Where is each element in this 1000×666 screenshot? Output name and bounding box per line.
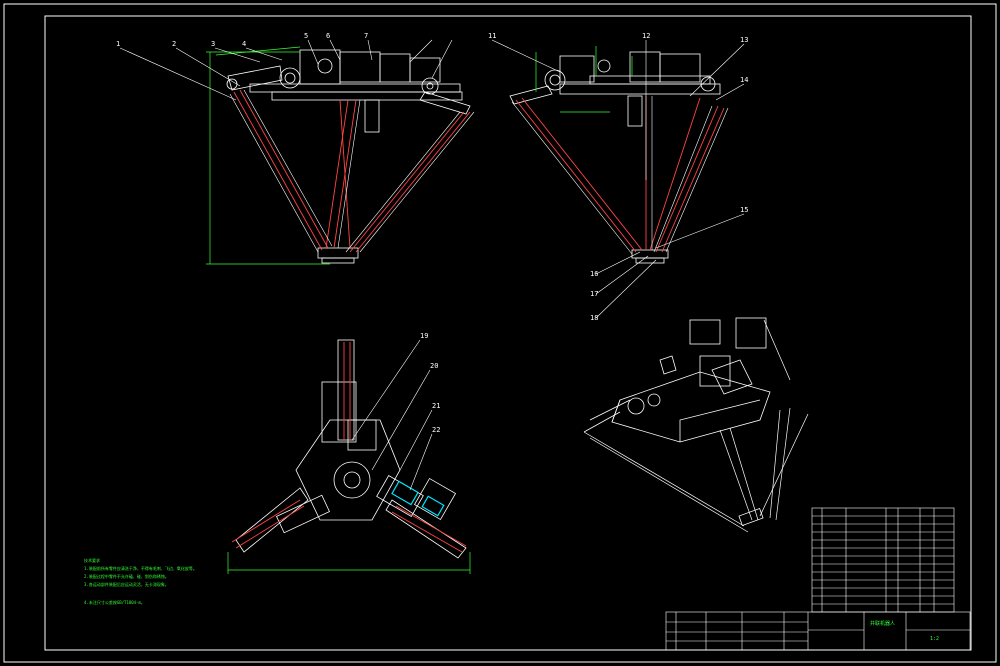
front-view-part-numbers: 1 2 3 4 5 6 7: [116, 32, 368, 48]
part-number-label: 2: [172, 40, 176, 48]
part-number-label: 15: [740, 206, 748, 214]
top-view-part-numbers: 19 20 21 22: [420, 332, 440, 434]
part-number-label: 3: [211, 40, 215, 48]
part-number-label: 6: [326, 32, 330, 40]
front-view-dimensions: [206, 46, 330, 265]
part-number-label: 12: [642, 32, 650, 40]
inner-frame: [44, 15, 972, 651]
part-number-label: 21: [432, 402, 440, 410]
part-number-label: 7: [364, 32, 368, 40]
side-view-leaders: [491, 39, 745, 319]
drawing-scale: 1:2: [930, 636, 940, 642]
top-view-dimensions: [227, 552, 471, 574]
part-number-label: 4: [242, 40, 246, 48]
outer-frame: [3, 3, 997, 663]
part-number-label: 20: [430, 362, 438, 370]
tech-note-2: 2.装配过程中零件不允许磕、碰、划伤和锈蚀。: [84, 574, 169, 579]
front-view-leaders: [119, 39, 453, 101]
tech-note-4: 4.未注尺寸公差按GB/T1804-m。: [84, 600, 145, 605]
part-number-label: 1: [116, 40, 120, 48]
top-view-rods: [231, 342, 467, 553]
part-number-label: 18: [590, 314, 598, 322]
tech-note-1: 1.装配前所有零件应清洗干净，不得有毛刺、飞边、氧化皮等。: [84, 566, 197, 571]
top-view-leaders: [351, 339, 433, 491]
part-number-label: 19: [420, 332, 428, 340]
part-number-label: 11: [488, 32, 496, 40]
front-view-rods-outline: [229, 89, 475, 253]
part-number-label: 13: [740, 36, 748, 44]
tech-note-3: 3.各运动部件装配后应运动灵活，无卡滞现象。: [84, 582, 169, 587]
part-number-label: 16: [590, 270, 598, 278]
top-view-highlight-part: [391, 480, 445, 517]
side-view-part-numbers: 11 12 13 14 15 16 17 18: [488, 32, 748, 322]
part-number-label: 17: [590, 290, 598, 298]
tech-notes-title: 技术要求: [84, 558, 100, 563]
title-block: [665, 611, 971, 651]
part-number-label: 22: [432, 426, 440, 434]
side-view-rods-outline: [511, 96, 729, 255]
isometric-rods: [583, 319, 809, 533]
drawing-name: 并联机器人: [870, 621, 896, 627]
front-view-rods: [233, 89, 471, 253]
part-number-label: 5: [304, 32, 308, 40]
side-view-dimensions: [535, 46, 633, 113]
part-number-label: 14: [740, 76, 748, 84]
